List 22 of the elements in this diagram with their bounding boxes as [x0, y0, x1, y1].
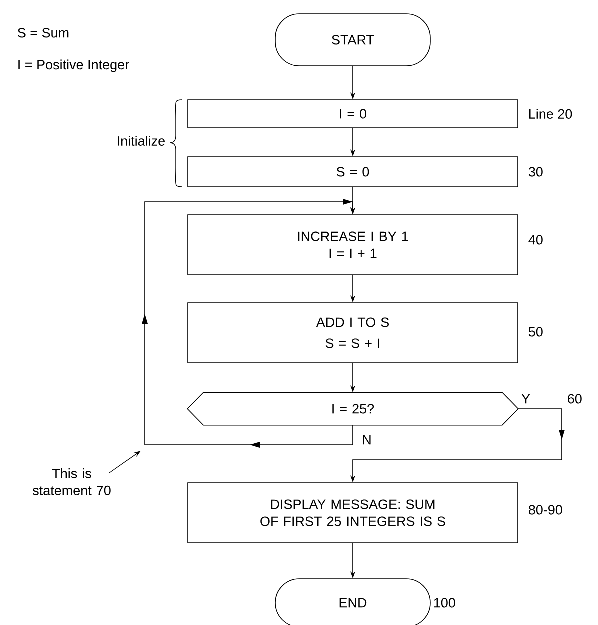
legend-text: S = Sum [18, 28, 69, 38]
line-number: 40 [528, 235, 543, 245]
process-box: INCREASE I BY 1 I = I + 1 [188, 214, 518, 276]
line-number: 100 [434, 598, 456, 608]
line-number: 50 [528, 327, 543, 337]
legend-text: I = Positive Integer [18, 60, 130, 72]
line-number: 60 [568, 394, 582, 404]
start-terminal: START [275, 14, 431, 66]
process-box: I = 0 [188, 100, 518, 128]
output-box: DISPLAY MESSAGE: SUM OF FIRST 25 INTEGERS IS S [188, 482, 518, 544]
line-number: Line 20 [530, 109, 572, 119]
brace-label: Initialize [118, 136, 165, 146]
annotation-text: This is statement 70 [32, 468, 111, 496]
edge-label: N [361, 434, 373, 446]
line-number: 30 [528, 167, 543, 177]
process-box: S = 0 [188, 156, 518, 188]
process-box: ADD I TO S S = S + I [188, 302, 518, 364]
end-terminal: END [275, 578, 431, 625]
line-number: 80-90 [528, 505, 562, 515]
edge-label: Y [520, 393, 532, 405]
decision-hexagon: I = 25? [187, 392, 519, 426]
arrow [142, 199, 356, 448]
